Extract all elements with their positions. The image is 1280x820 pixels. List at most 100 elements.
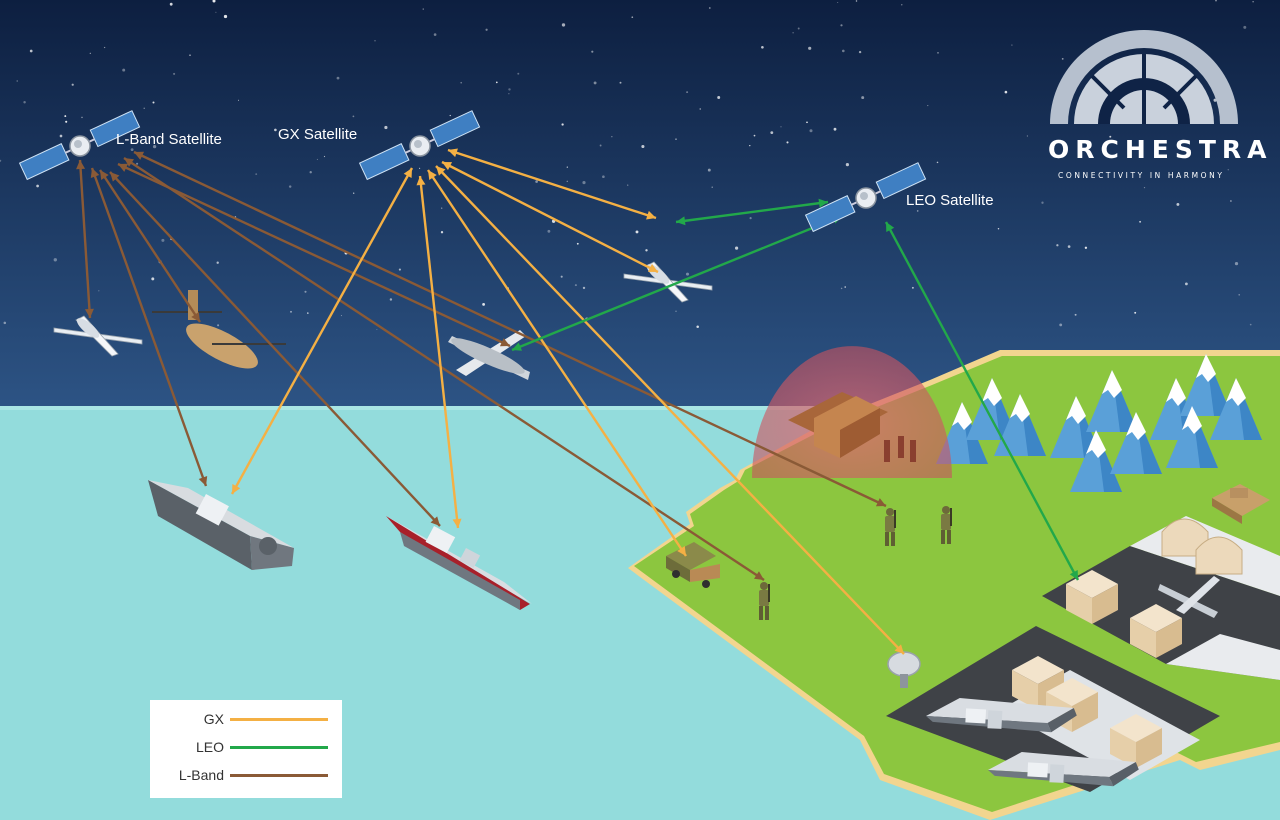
- star: [1238, 294, 1240, 296]
- star: [806, 121, 808, 123]
- star: [399, 269, 401, 271]
- star: [1075, 314, 1077, 316]
- star: [54, 258, 57, 261]
- star: [641, 145, 644, 148]
- star: [927, 105, 928, 106]
- legend-item-lband: L-Band: [150, 765, 342, 785]
- brand-name: ORCHESTRA: [1048, 135, 1273, 164]
- star: [290, 311, 292, 313]
- star: [508, 93, 509, 94]
- star: [547, 230, 550, 233]
- star: [567, 181, 568, 182]
- star: [274, 129, 277, 132]
- star: [792, 32, 793, 33]
- star: [1228, 169, 1229, 170]
- star: [98, 290, 99, 291]
- star: [36, 185, 39, 188]
- star: [780, 126, 781, 127]
- star: [735, 247, 738, 250]
- legend-swatch: [230, 718, 328, 721]
- star: [104, 47, 105, 48]
- star: [535, 180, 538, 183]
- star: [937, 162, 939, 164]
- star: [161, 239, 164, 242]
- star: [434, 33, 437, 36]
- star: [696, 325, 699, 328]
- star: [304, 291, 306, 293]
- star: [1252, 1, 1253, 2]
- star: [517, 73, 519, 75]
- star: [317, 159, 318, 160]
- star: [709, 7, 711, 9]
- star: [307, 312, 309, 314]
- star: [482, 303, 485, 306]
- star: [611, 136, 612, 137]
- star: [749, 145, 750, 146]
- star: [675, 138, 676, 139]
- star: [798, 28, 800, 30]
- star: [561, 123, 563, 125]
- star: [1056, 244, 1058, 246]
- star: [686, 273, 689, 276]
- star: [23, 101, 25, 103]
- star: [390, 298, 392, 300]
- star: [577, 243, 579, 245]
- star: [686, 91, 688, 93]
- star: [90, 53, 91, 54]
- star: [631, 16, 633, 18]
- star: [170, 3, 173, 6]
- star: [717, 96, 720, 99]
- star: [189, 54, 191, 56]
- star: [786, 141, 788, 143]
- star: [1185, 283, 1188, 286]
- star: [460, 82, 462, 84]
- star: [842, 50, 845, 53]
- star: [1176, 203, 1179, 206]
- star: [374, 40, 375, 41]
- star: [1041, 202, 1043, 204]
- star: [485, 29, 487, 31]
- star: [912, 287, 914, 289]
- star: [602, 175, 605, 178]
- star: [583, 287, 585, 289]
- star: [1005, 91, 1008, 94]
- star: [627, 184, 628, 185]
- star: [840, 24, 842, 26]
- leo-satellite-label: LEO Satellite: [906, 192, 994, 209]
- legend-item-gx: GX: [150, 709, 342, 729]
- star: [594, 81, 597, 84]
- star: [600, 145, 602, 147]
- star: [441, 231, 443, 233]
- star: [353, 193, 354, 194]
- star: [423, 9, 424, 10]
- star: [217, 262, 219, 264]
- star: [441, 207, 442, 208]
- star: [561, 276, 563, 278]
- lband-satellite-label: L-Band Satellite: [116, 131, 222, 148]
- star: [567, 167, 568, 168]
- legend-item-leo: LEO: [150, 737, 342, 757]
- star: [645, 249, 647, 251]
- star: [844, 286, 846, 288]
- star: [496, 82, 498, 84]
- star: [1243, 26, 1246, 29]
- star: [1085, 247, 1087, 249]
- star: [582, 181, 585, 184]
- star: [712, 187, 713, 188]
- star: [562, 23, 565, 26]
- star: [675, 311, 676, 312]
- legend-label: LEO: [196, 739, 224, 755]
- star: [81, 117, 83, 119]
- star: [353, 116, 355, 118]
- star: [310, 171, 312, 173]
- star: [136, 163, 138, 165]
- star: [384, 126, 387, 129]
- star: [289, 185, 291, 187]
- legend-swatch: [230, 746, 328, 749]
- star: [636, 230, 639, 233]
- star: [215, 12, 216, 13]
- star: [60, 135, 63, 138]
- legend-label: L-Band: [179, 767, 224, 783]
- star: [122, 69, 125, 72]
